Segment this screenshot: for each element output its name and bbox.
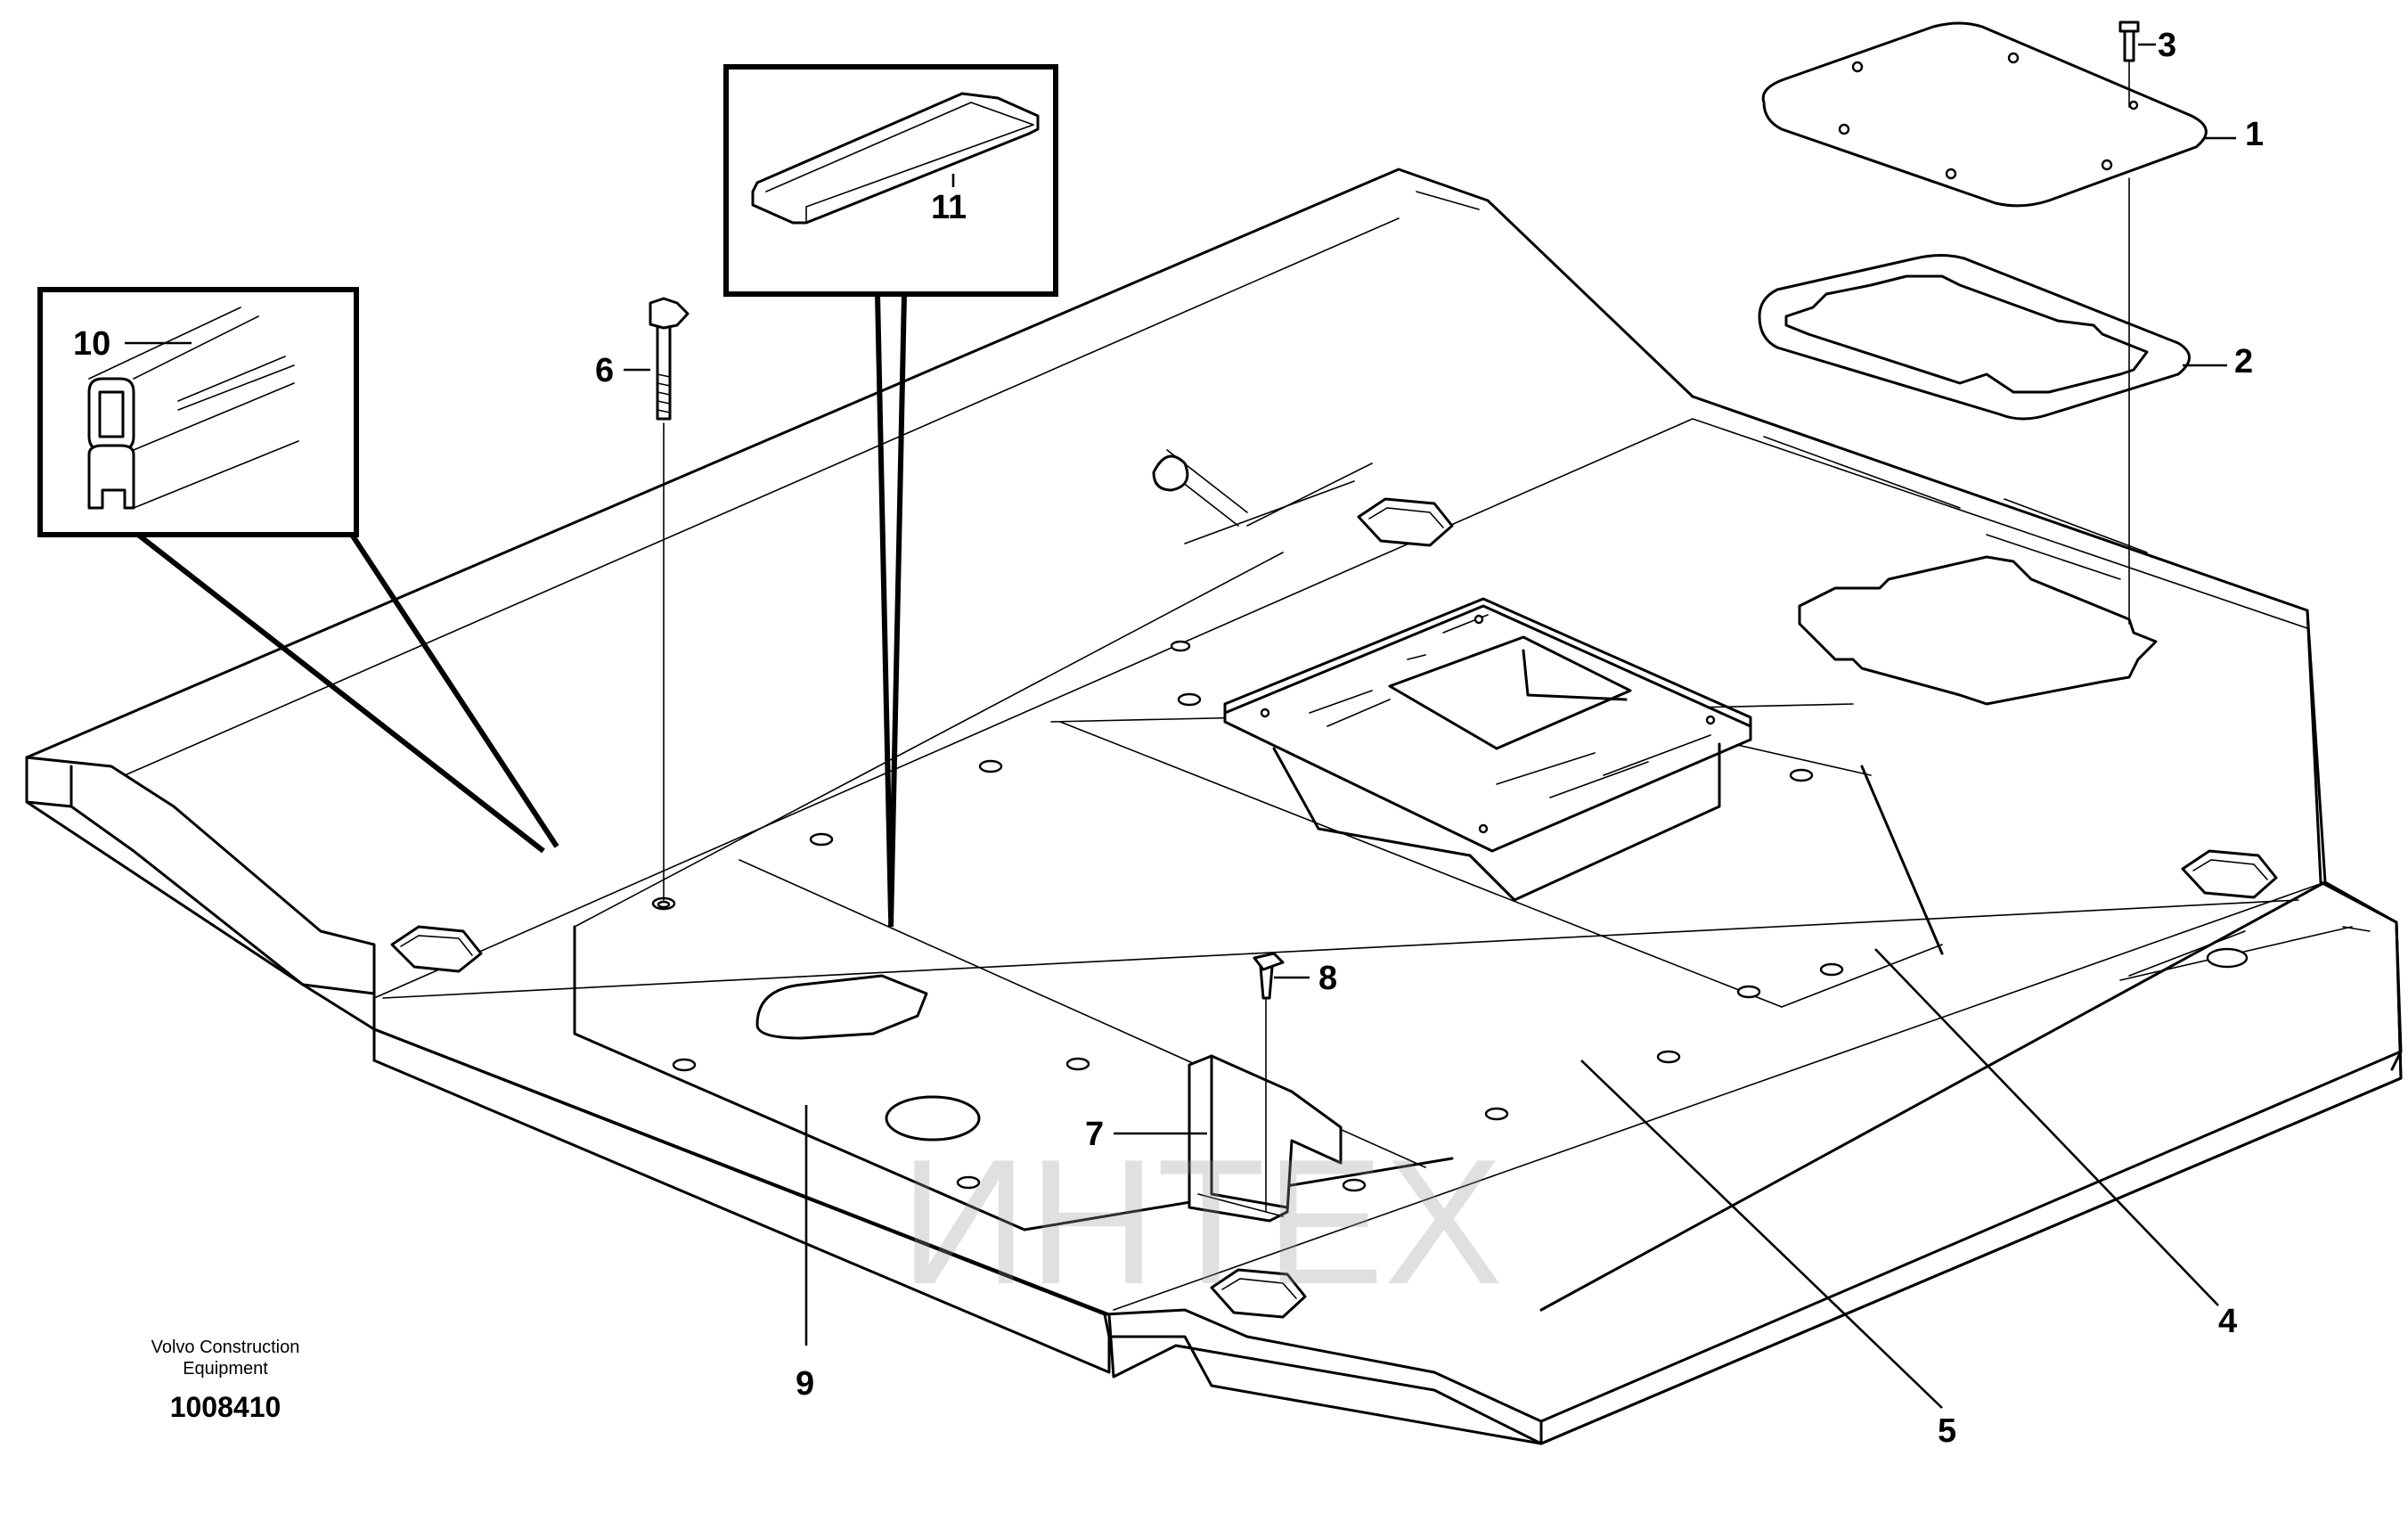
callout-7: 7 — [1085, 1116, 1207, 1153]
credit-block: Volvo Construction Equipment 1008410 — [151, 1338, 300, 1423]
callout-8: 8 — [1274, 960, 1337, 997]
callout-10: 10 — [73, 325, 192, 363]
callout-9: 9 — [796, 1105, 814, 1403]
floor-plate — [25, 168, 2403, 1445]
floor-slot — [755, 974, 928, 1040]
bolt-holes — [651, 640, 2249, 1192]
svg-text:4: 4 — [2218, 1303, 2237, 1340]
bolt-item-6 — [649, 297, 690, 901]
svg-text:11: 11 — [931, 189, 967, 226]
hatch-opening — [1798, 555, 2158, 706]
callout-3: 3 — [2138, 27, 2176, 64]
svg-text:3: 3 — [2158, 27, 2176, 64]
svg-text:2: 2 — [2234, 343, 2253, 380]
callout-11: 11 — [931, 174, 967, 226]
rubber-mounts — [390, 497, 2278, 1319]
credit-line-2: Equipment — [183, 1359, 268, 1379]
watermark-text: ИНТЕХ — [900, 1123, 1503, 1322]
hatch-cover — [1761, 21, 2208, 208]
svg-text:9: 9 — [796, 1365, 814, 1403]
screw-item-3 — [2118, 20, 2140, 108]
callout-1: 1 — [2205, 116, 2264, 153]
hatch-gasket — [1758, 254, 2191, 421]
callout-4: 4 — [1874, 948, 2237, 1340]
svg-text:1: 1 — [2245, 116, 2264, 153]
detail-box-11 — [723, 64, 1058, 928]
detail-box-10 — [37, 287, 559, 854]
callout-2: 2 — [2183, 343, 2253, 380]
svg-text:10: 10 — [73, 325, 110, 363]
floor-round-opening — [885, 1095, 981, 1142]
document-number: 1008410 — [170, 1391, 282, 1423]
svg-text:5: 5 — [1938, 1412, 1956, 1450]
svg-text:7: 7 — [1085, 1116, 1104, 1153]
credit-line-1: Volvo Construction — [151, 1338, 300, 1357]
console-box — [1223, 597, 1752, 902]
callout-5: 5 — [1580, 1060, 1956, 1450]
callout-6: 6 — [595, 352, 650, 389]
svg-text:6: 6 — [595, 352, 614, 389]
svg-text:8: 8 — [1318, 960, 1337, 997]
screw-item-8 — [1253, 952, 1285, 1213]
bracket-item-7 — [1188, 1054, 1343, 1223]
callouts: 1 2 3 4 5 6 7 8 — [73, 27, 2264, 1450]
